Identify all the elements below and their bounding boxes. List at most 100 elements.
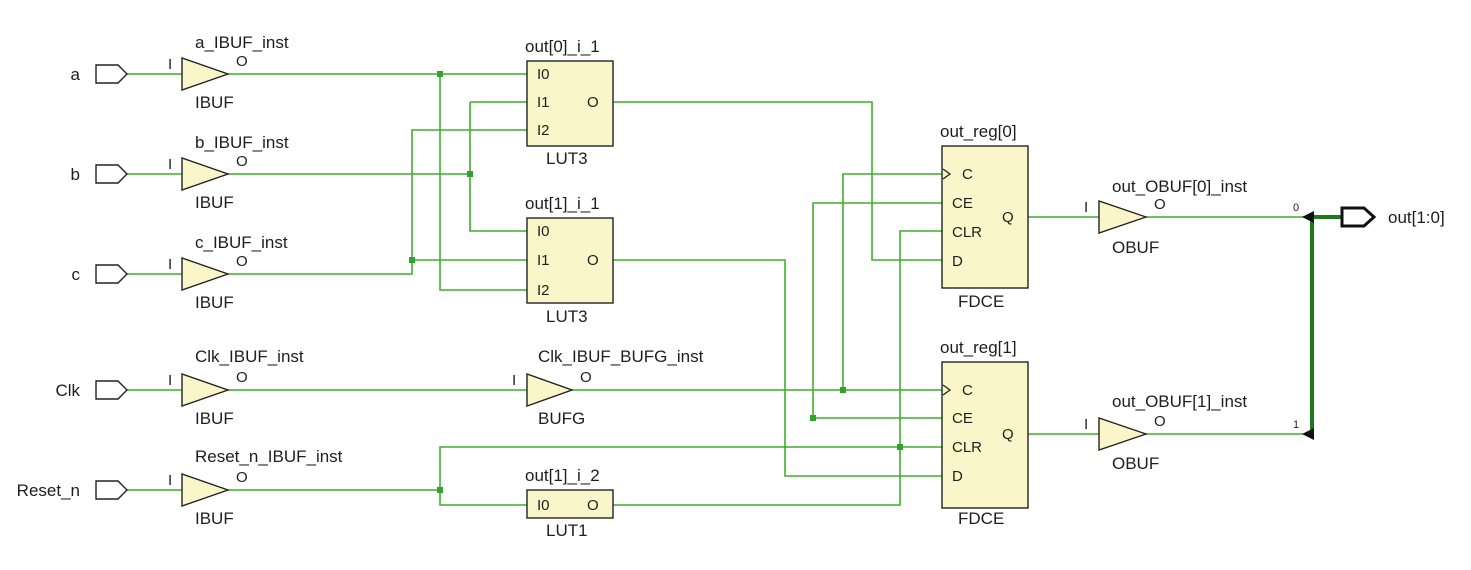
input-port-a[interactable]: a xyxy=(71,64,128,84)
pin-label-d: D xyxy=(952,253,963,270)
port-symbol xyxy=(95,264,128,284)
bus-rip-0 xyxy=(1302,211,1314,223)
pin-label-o: O xyxy=(236,369,248,386)
input-port-reset-n[interactable]: Reset_n xyxy=(17,480,128,500)
fdce-out-reg1[interactable]: out_reg[1] C CE CLR D Q FDCE xyxy=(940,338,1029,528)
pin-label-o: O xyxy=(236,153,248,170)
fdce-out-reg0[interactable]: out_reg[0] C CE CLR D Q FDCE xyxy=(940,122,1029,311)
port-symbol xyxy=(95,64,128,84)
junction-dot xyxy=(409,257,415,263)
buffer-triangle xyxy=(526,373,575,407)
cell-body xyxy=(526,217,614,304)
pin-label-i2: I2 xyxy=(537,122,550,139)
cell-instance-name: a_IBUF_inst xyxy=(195,33,289,52)
bus-bit-label: 0 xyxy=(1293,202,1299,214)
port-symbol xyxy=(95,380,128,400)
port-label-a: a xyxy=(71,65,81,84)
cell-instance-name: Clk_IBUF_BUFG_inst xyxy=(538,347,704,366)
junction-dot xyxy=(810,415,816,421)
buffer-triangle xyxy=(181,57,231,91)
obuf-out1[interactable]: out_OBUF[1]_inst I O OBUF 1 xyxy=(1084,392,1299,473)
pin-label-d: D xyxy=(952,468,963,485)
wire-c-to-lut0-i2 xyxy=(411,129,527,260)
cell-body xyxy=(526,489,614,519)
junction-dot xyxy=(437,71,443,77)
ibuf-b[interactable]: b_IBUF_inst I O IBUF xyxy=(168,133,289,212)
input-port-b[interactable]: b xyxy=(71,164,128,184)
pin-label-i2: I2 xyxy=(537,282,550,299)
input-port-clk[interactable]: Clk xyxy=(55,380,128,400)
pin-label-i1: I1 xyxy=(537,94,550,111)
wire-reset-to-reg1-clr xyxy=(439,446,942,490)
cell-type: LUT3 xyxy=(546,307,588,326)
junction-dot xyxy=(467,171,473,177)
lut3-out1[interactable]: out[1]_i_1 I0 I1 I2 O LUT3 xyxy=(525,194,614,326)
cell-type: IBUF xyxy=(195,93,234,112)
cell-body xyxy=(526,60,614,147)
lut3-out0[interactable]: out[0]_i_1 I0 I1 I2 O LUT3 xyxy=(525,37,614,168)
port-label-clk: Clk xyxy=(55,381,80,400)
cell-type: LUT1 xyxy=(546,521,588,540)
junction-dot xyxy=(897,444,903,450)
port-label-out: out[1:0] xyxy=(1388,208,1445,227)
wire-lut1b-to-reg0-clr xyxy=(613,230,942,506)
pin-label-ce: CE xyxy=(952,410,973,427)
buffer-triangle xyxy=(1098,417,1149,451)
cell-instance-name: Clk_IBUF_inst xyxy=(195,347,304,366)
wire-a-to-lut1-i2 xyxy=(439,74,527,291)
cell-instance-name: out_reg[0] xyxy=(940,122,1017,141)
buffer-triangle xyxy=(181,473,231,507)
cell-type: IBUF xyxy=(195,409,234,428)
cell-instance-name: out_OBUF[0]_inst xyxy=(1112,177,1247,196)
ibuf-a[interactable]: a_IBUF_inst I O IBUF xyxy=(168,33,289,112)
bus-bit-label: 1 xyxy=(1293,419,1299,431)
pin-label-i1: I1 xyxy=(537,252,550,269)
wire-lut0-to-reg0-d xyxy=(613,101,942,261)
port-symbol xyxy=(95,164,128,184)
cell-type: OBUF xyxy=(1112,454,1159,473)
cell-type: FDCE xyxy=(958,509,1004,528)
cell-body xyxy=(941,361,1029,509)
cell-instance-name: out_OBUF[1]_inst xyxy=(1112,392,1247,411)
cell-type: BUFG xyxy=(538,409,585,428)
ibuf-clk[interactable]: Clk_IBUF_inst I O IBUF xyxy=(168,347,304,428)
obuf-out0[interactable]: out_OBUF[0]_inst I O OBUF 0 xyxy=(1084,177,1299,257)
pin-label-q: Q xyxy=(1002,426,1014,443)
pin-label-i: I xyxy=(168,156,172,173)
pin-label-o: O xyxy=(580,369,592,386)
wires xyxy=(127,73,1342,506)
port-symbol xyxy=(1340,206,1377,228)
lut1-out1[interactable]: out[1]_i_2 I0 O LUT1 xyxy=(525,466,614,540)
cell-type: IBUF xyxy=(195,293,234,312)
ibuf-reset-n[interactable]: Reset_n_IBUF_inst I O IBUF xyxy=(168,447,343,528)
junction-dot xyxy=(840,387,846,393)
pin-label-q: Q xyxy=(1002,209,1014,226)
cell-instance-name: c_IBUF_inst xyxy=(195,233,288,252)
output-port-out[interactable]: out[1:0] xyxy=(1340,206,1445,228)
pin-label-i0: I0 xyxy=(537,66,550,83)
pin-label-i: I xyxy=(1084,199,1088,216)
pin-label-o: O xyxy=(236,469,248,486)
buffer-triangle xyxy=(181,157,231,191)
cell-instance-name: Reset_n_IBUF_inst xyxy=(195,447,343,466)
pin-label-ce: CE xyxy=(952,195,973,212)
bus-rip-1 xyxy=(1302,428,1314,440)
cell-instance-name: out_reg[1] xyxy=(940,338,1017,357)
pin-label-i: I xyxy=(168,56,172,73)
pin-label-o: O xyxy=(1154,196,1166,213)
port-label-b: b xyxy=(71,165,80,184)
ibuf-c[interactable]: c_IBUF_inst I O IBUF xyxy=(168,233,288,312)
wire-reset-to-lut1b xyxy=(439,490,527,506)
clock-edge-icon xyxy=(942,168,952,180)
pin-label-c: C xyxy=(962,166,973,183)
pin-label-o: O xyxy=(587,497,599,514)
pin-label-o: O xyxy=(1154,413,1166,430)
junction-dots xyxy=(409,71,903,493)
cell-instance-name: out[1]_i_1 xyxy=(525,194,600,213)
wire-ce-reg0 xyxy=(812,202,942,418)
clock-edge-icon xyxy=(942,384,952,396)
pin-label-i: I xyxy=(1084,416,1088,433)
bufg-clk[interactable]: Clk_IBUF_BUFG_inst I O BUFG xyxy=(512,347,704,428)
input-port-c[interactable]: c xyxy=(72,264,128,284)
